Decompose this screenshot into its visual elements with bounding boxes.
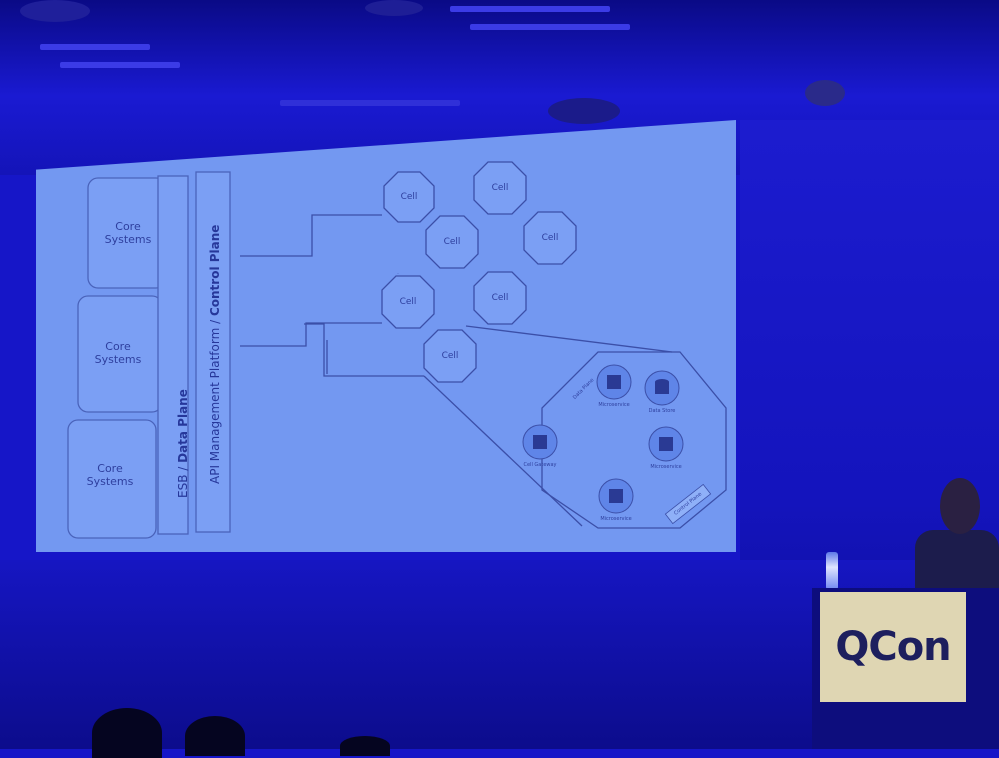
microservice-label: Microservice [650, 464, 682, 470]
cell-octagon [473, 271, 527, 325]
core-systems-box [67, 419, 157, 539]
ceiling-slat [40, 44, 150, 50]
cell-label: Cell [400, 192, 418, 202]
ceiling-slat [280, 100, 460, 106]
cube-glyph [607, 375, 621, 389]
ceiling-light [20, 0, 90, 22]
data-store-label: Data Store [648, 408, 676, 414]
connector-line [240, 214, 382, 257]
cell-label: Cell [491, 293, 509, 303]
cell-octagon [523, 211, 577, 265]
audience-head [185, 716, 245, 756]
cell-octagon [381, 275, 435, 329]
cell-octagon [423, 329, 477, 383]
microservice-label: Microservice [600, 516, 632, 522]
connector-line [304, 323, 424, 377]
cell-gateway-label: Cell Gateway [523, 462, 557, 468]
esb-data-plane-label: ESB / Data Plane [176, 389, 190, 498]
zoom-line [465, 325, 673, 353]
cell-octagon [473, 161, 527, 215]
cell-label: Cell [443, 237, 461, 247]
api-control-plane-label: API Management Platform / Control Plane [208, 224, 222, 484]
ceiling-slat [60, 62, 180, 68]
ceiling-slat [470, 24, 630, 30]
cube-glyph [659, 437, 673, 451]
ceiling-light [548, 98, 620, 124]
cell-label: Cell [491, 183, 509, 193]
speaker-head [940, 478, 980, 534]
audience-head [92, 708, 162, 758]
cell-octagon [425, 215, 479, 269]
cell-label: Cell [397, 273, 399, 275]
ceiling-light [365, 0, 423, 16]
cube-glyph [533, 435, 547, 449]
cylinder-glyph [655, 382, 669, 394]
core-systems-label: Core Systems [86, 462, 134, 489]
control-plane-tag [664, 483, 712, 525]
core-systems-label: Core Systems [104, 220, 152, 247]
ceiling-slat [450, 6, 610, 12]
cell-octagons [381, 161, 577, 383]
qcon-logo-sign: QCon [820, 592, 966, 702]
ceiling-light [805, 80, 845, 106]
cell-label: Cell [541, 233, 559, 243]
water-bottle [826, 552, 838, 590]
esb-data-plane-bar [157, 175, 189, 535]
qcon-logo-text: QCon [835, 624, 951, 670]
cell-octagon [383, 171, 435, 223]
api-control-plane-bar [195, 171, 231, 533]
architecture-diagram [67, 161, 727, 539]
projection-screen: Core Systems Core Systems Core Systems E… [36, 120, 736, 552]
cell-label: Cell [399, 297, 417, 307]
connector-line [240, 322, 382, 347]
zoom-line [423, 375, 583, 527]
microservice-label: Microservice [598, 402, 630, 408]
audience-head [340, 736, 390, 756]
cube-glyph [609, 489, 623, 503]
core-systems-label: Core Systems [94, 340, 142, 367]
cell-label: Cell [441, 351, 459, 361]
